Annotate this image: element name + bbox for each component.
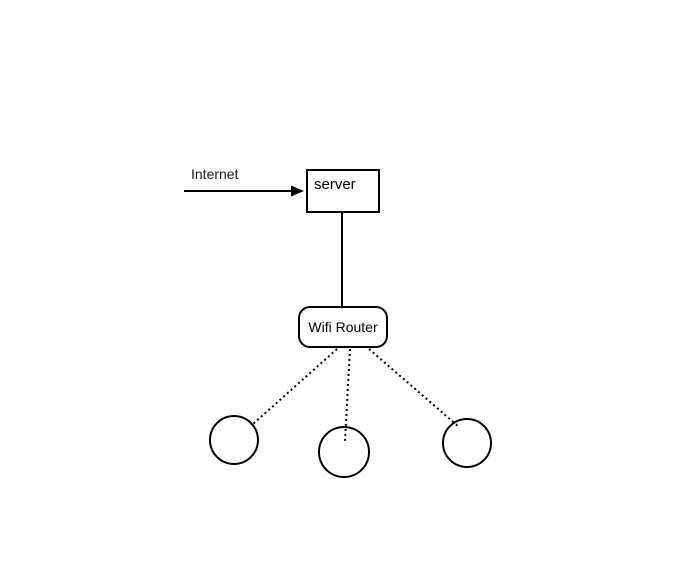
wifi-router-node: Wifi Router	[298, 306, 388, 348]
client-device-node	[318, 426, 370, 478]
client-device-node	[209, 415, 259, 465]
router-device-link	[368, 348, 460, 428]
router-device-link	[344, 348, 351, 442]
client-device-node	[442, 418, 492, 468]
wifi-router-node-label: Wifi Router	[308, 319, 378, 335]
internet-label: Internet	[191, 166, 239, 182]
server-node-label: server	[314, 176, 356, 193]
router-device-link	[252, 348, 338, 425]
server-node: server	[306, 169, 380, 213]
internet-arrowhead	[291, 185, 304, 197]
